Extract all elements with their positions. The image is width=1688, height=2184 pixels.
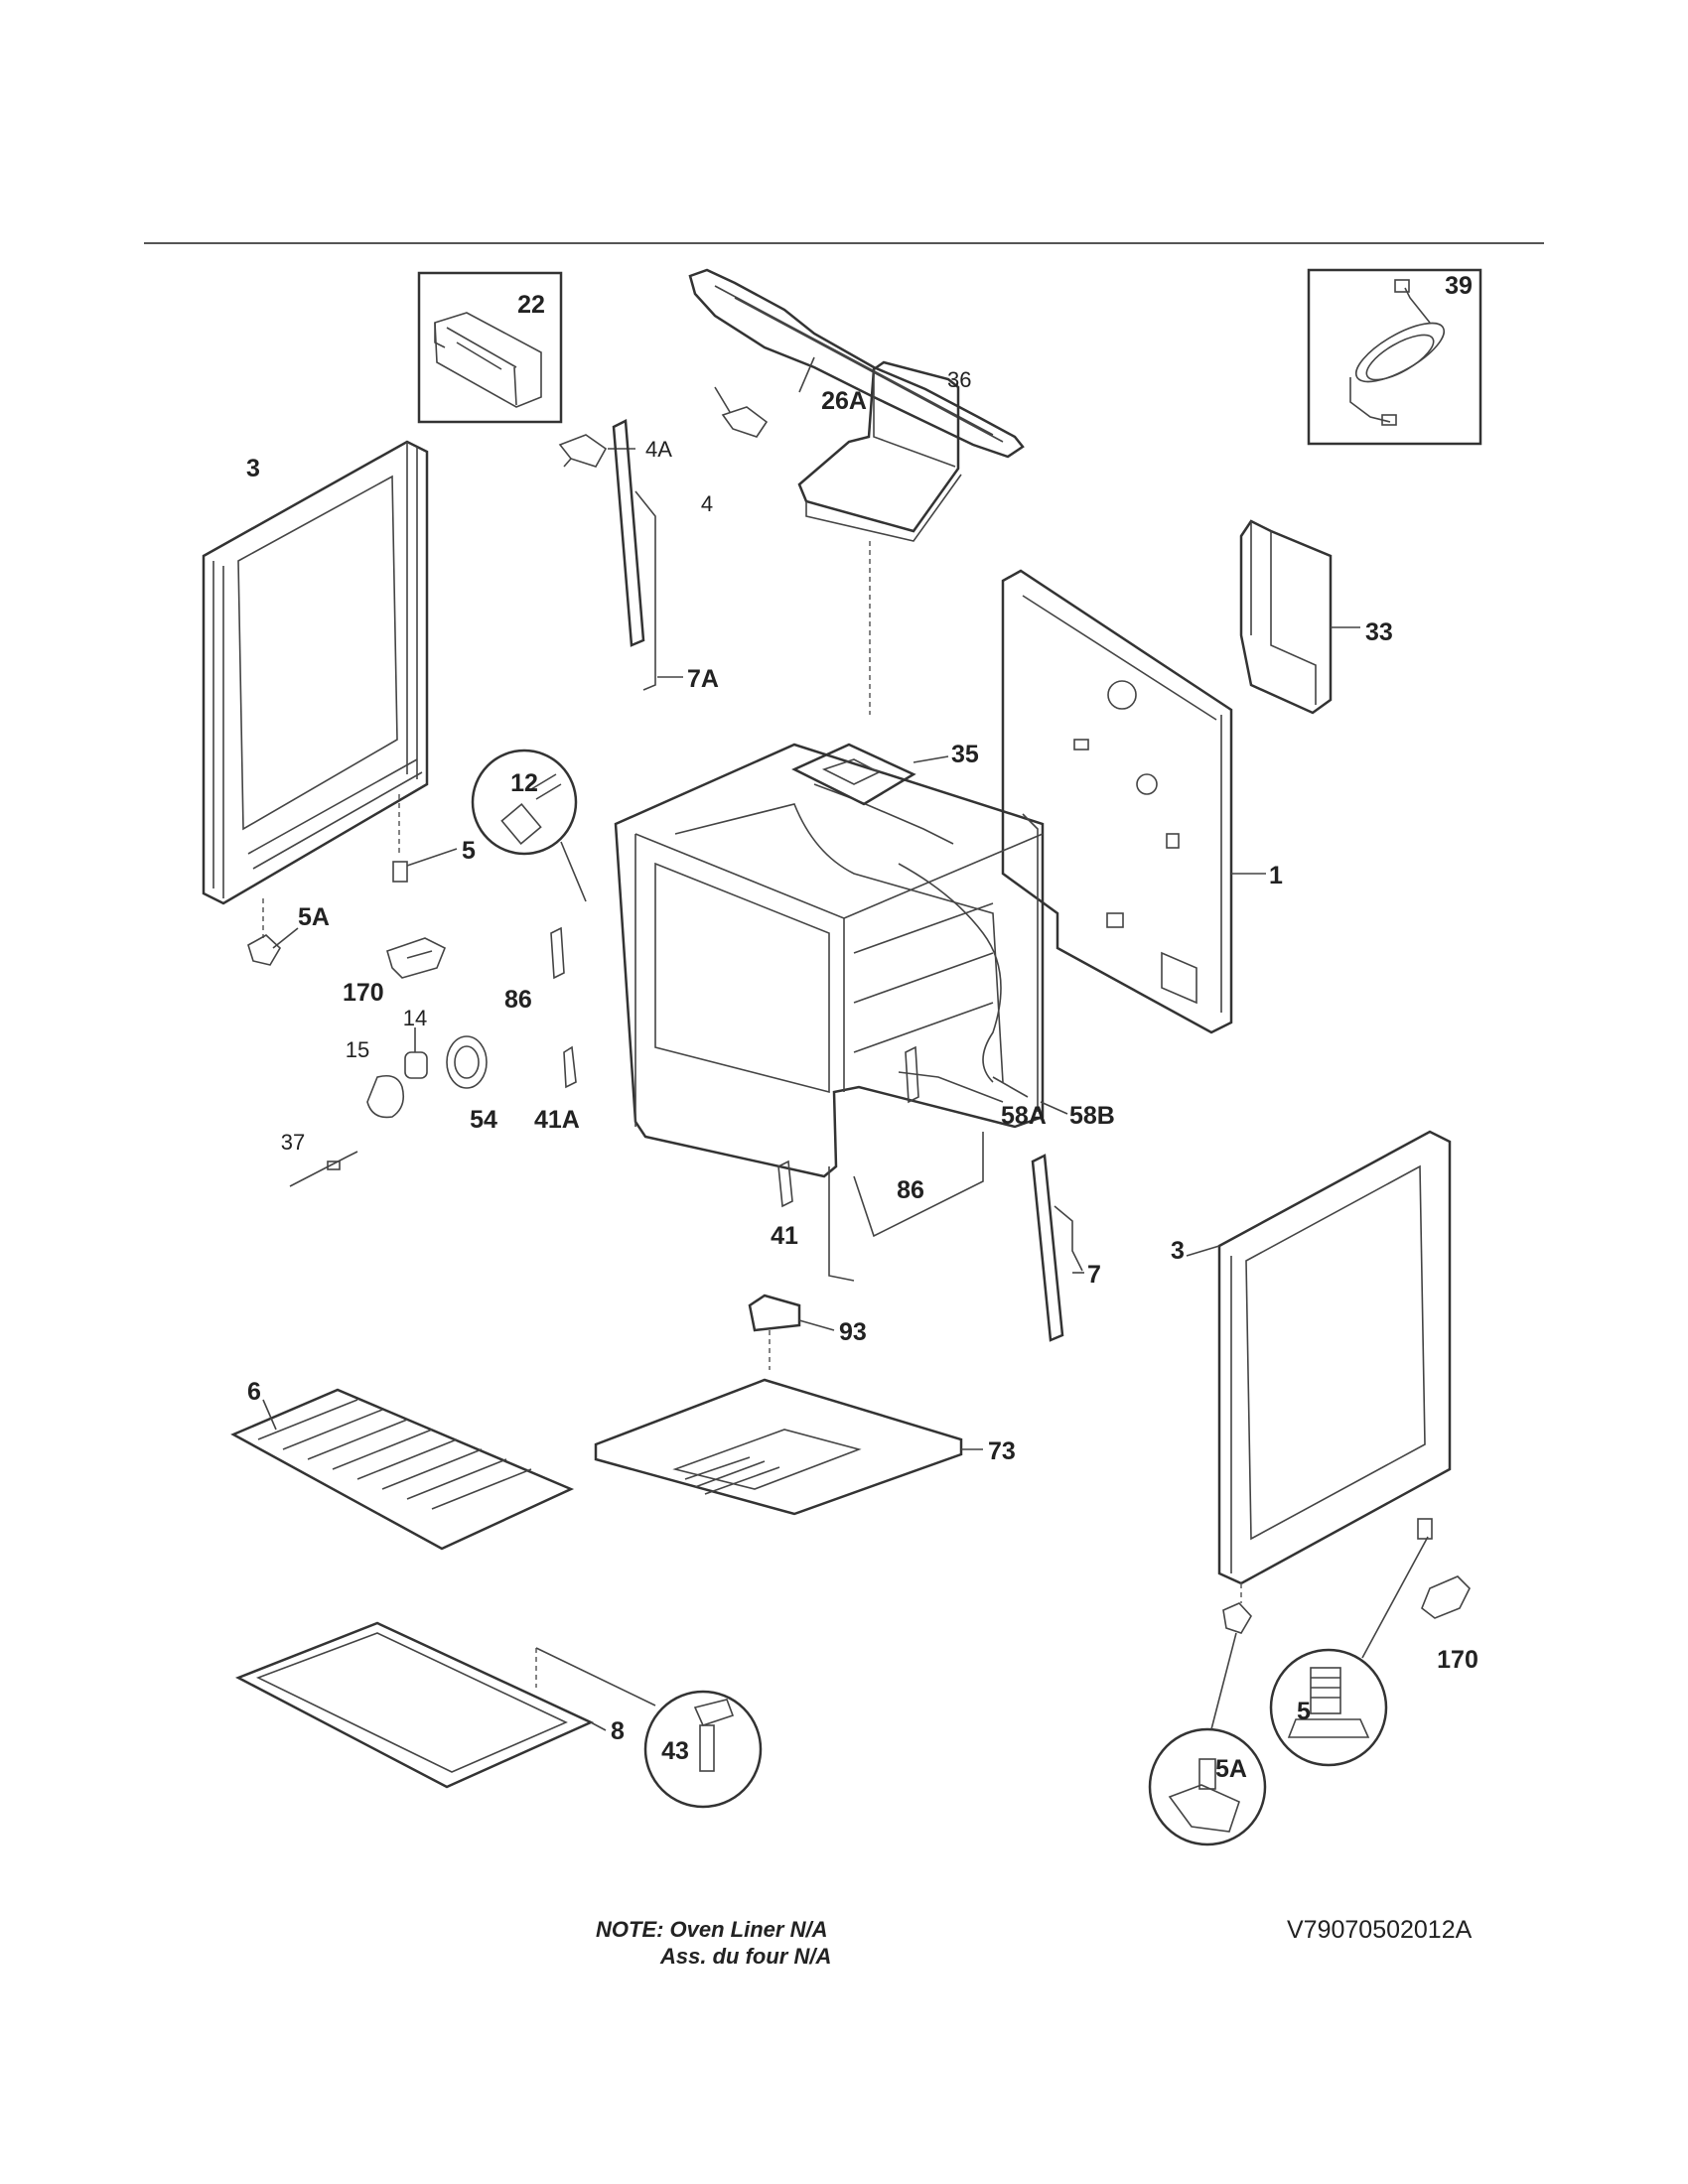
- part-41-clip: [777, 1160, 793, 1208]
- part-33-rear-cover: [1239, 519, 1360, 715]
- note-oven-liner: NOTE: Oven Liner N/A Ass. du four N/A: [596, 1916, 831, 1970]
- part-170-right-bracket: [1421, 1575, 1471, 1619]
- part-58B-insulation: [1022, 813, 1068, 1115]
- callout-39: 39: [1445, 272, 1473, 300]
- part-15-bulb: [366, 1074, 405, 1119]
- part-5A-right-bracket: [1148, 1602, 1267, 1846]
- note-line-1: NOTE: Oven Liner N/A: [596, 1917, 828, 1942]
- part-5-left-leveler: [392, 848, 458, 883]
- callout-14: 14: [403, 1006, 427, 1030]
- callout-5-detail: 5: [1297, 1698, 1311, 1725]
- callout-41A: 41A: [534, 1106, 580, 1134]
- part-3-left-side-panel: [202, 440, 429, 938]
- callout-8: 8: [611, 1717, 625, 1745]
- part-37-sensor: [289, 1151, 358, 1187]
- part-6-oven-rack: [230, 1388, 575, 1551]
- part-12-detail: [471, 749, 587, 902]
- callout-3-left: 3: [246, 455, 260, 482]
- callout-86-left: 86: [504, 986, 532, 1014]
- callout-73: 73: [988, 1437, 1016, 1465]
- callout-6: 6: [247, 1378, 261, 1406]
- part-43-detail: [535, 1647, 763, 1809]
- part-3-right-side-panel: [1186, 1130, 1452, 1603]
- callout-93: 93: [839, 1318, 867, 1346]
- part-4A-clip: [558, 434, 635, 468]
- callout-58B: 58B: [1069, 1102, 1115, 1130]
- callout-35: 35: [951, 741, 979, 768]
- callout-3-right: 3: [1171, 1237, 1185, 1265]
- part-54-lens: [446, 1035, 488, 1089]
- part-93-cover: [748, 1294, 835, 1370]
- oven-cavity: [614, 743, 1045, 1282]
- callout-33: 33: [1365, 618, 1393, 646]
- callout-86-mid: 86: [897, 1176, 924, 1204]
- part-1-back-panel: [1001, 569, 1266, 1034]
- callout-5A-detail: 5A: [1215, 1755, 1247, 1783]
- part-170-left-bracket: [386, 937, 447, 979]
- part-26A-bracket: [688, 268, 1025, 459]
- callout-26A: 26A: [821, 387, 867, 415]
- callout-7A: 7A: [687, 665, 719, 693]
- drawing-code: V79070502012A: [1287, 1916, 1473, 1944]
- callout-4A: 4A: [645, 437, 672, 462]
- callout-12: 12: [510, 769, 538, 797]
- part-39-box: [1307, 268, 1482, 446]
- note-line-2: Ass. du four N/A: [660, 1944, 832, 1969]
- callout-37: 37: [281, 1130, 305, 1155]
- callout-41: 41: [771, 1222, 798, 1250]
- part-8-drawer: [234, 1621, 607, 1789]
- callout-4: 4: [701, 491, 713, 516]
- part-86-mid-clip: [905, 1045, 919, 1104]
- callout-170-left: 170: [343, 979, 384, 1007]
- callout-36: 36: [947, 367, 971, 392]
- part-36-shroud: [797, 360, 962, 715]
- callout-170-right: 170: [1437, 1646, 1478, 1674]
- callout-7: 7: [1087, 1261, 1101, 1289]
- callout-5A-left: 5A: [298, 903, 330, 931]
- part-35-plate: [791, 743, 949, 806]
- callout-54: 54: [470, 1106, 497, 1134]
- callout-1: 1: [1269, 862, 1283, 889]
- callout-22: 22: [517, 291, 545, 319]
- part-5A-left-bracket: [247, 927, 299, 966]
- callout-43: 43: [661, 1737, 689, 1765]
- part-7A-rack-support: [612, 419, 683, 691]
- callout-5-left: 5: [462, 837, 476, 865]
- part-5-right-detail: [1269, 1518, 1433, 1767]
- callout-58A: 58A: [1001, 1102, 1047, 1130]
- part-22-box: [417, 271, 563, 424]
- part-86-left-clip: [550, 926, 565, 980]
- part-14-bulb-socket: [404, 1027, 428, 1079]
- callout-15: 15: [346, 1037, 369, 1062]
- part-73-bottom-panel: [594, 1378, 983, 1516]
- part-58A-insulation: [898, 863, 1029, 1098]
- part-41A-clip: [563, 1045, 577, 1089]
- part-4-clip: [714, 386, 769, 438]
- part-7-rack-support: [1031, 1154, 1084, 1342]
